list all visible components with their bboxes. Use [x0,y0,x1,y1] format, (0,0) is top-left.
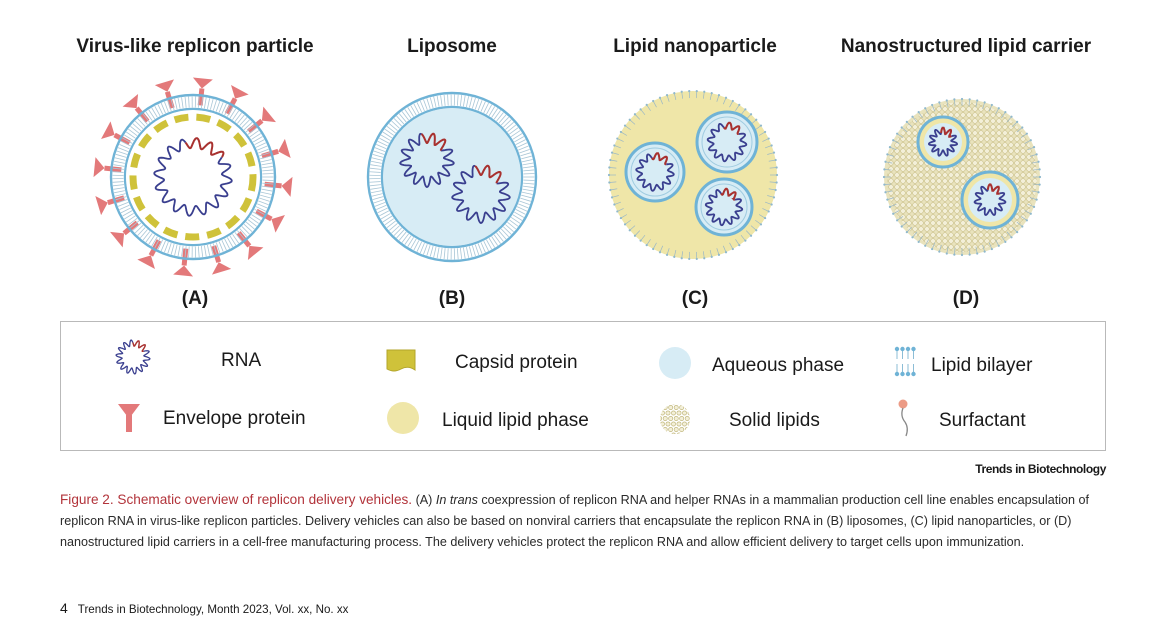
panel-title-b: Liposome [407,36,497,57]
legend-label-surfactant: Surfactant [939,410,1026,431]
journal-reference: Trends in Biotechnology, Month 2023, Vol… [77,603,349,616]
panel-letter-a: (A) [181,288,209,309]
page-number: 4 [60,600,68,616]
legend-label-envelope: Envelope protein [163,408,306,429]
caption-emphasis: In trans [435,493,478,507]
page-footer: 4 Trends in Biotechnology, Month 2023, Vo… [60,600,348,616]
delivery-vehicles-illustration [93,77,1042,277]
lipid-bilayer-icon [894,346,916,377]
solid-lipids-icon [660,404,690,434]
legend-label-liquid-lipid: Liquid lipid phase [442,410,589,431]
panel-title-d: Nanostructured lipid carrier [840,36,1092,57]
liposome-illustration [366,91,538,263]
capsid-protein-icon [386,349,416,372]
virus-like-particle-illustration [93,77,293,277]
nanostructured-lipid-carrier-illustration [882,97,1042,257]
legend-icons [115,339,916,437]
panel-letter-c: (C) [681,288,709,309]
aqueous-phase-icon [659,347,691,379]
caption-part1: (A) [412,493,436,507]
figure-source: Trends in Biotechnology [975,462,1106,476]
legend-label-capsid: Capsid protein [455,352,578,373]
panel-title-a: Virus-like replicon particle [76,36,314,57]
legend-label-rna: RNA [221,350,262,371]
rna-legend-icon [115,339,151,375]
figure-caption: Figure 2. Schematic overview of replicon… [60,489,1120,553]
legend-label-bilayer: Lipid bilayer [931,355,1033,376]
legend-label-aqueous: Aqueous phase [712,355,845,376]
surfactant-icon [898,399,908,437]
panel-letter-d: (D) [952,288,980,309]
liquid-lipid-phase-icon [387,402,419,434]
lipid-nanoparticle-illustration [607,89,779,261]
panel-title-c: Lipid nanoparticle [613,36,777,57]
caption-title: Figure 2. Schematic overview of replicon… [60,492,413,507]
legend-label-solid-lipids: Solid lipids [729,410,820,431]
legend: RNA Capsid protein Aqueous phase Lipid b… [60,321,1106,451]
panel-letter-b: (B) [438,288,466,309]
envelope-protein-icon [118,404,140,432]
caption-body: coexpression of replicon RNA and helper … [60,493,1090,549]
